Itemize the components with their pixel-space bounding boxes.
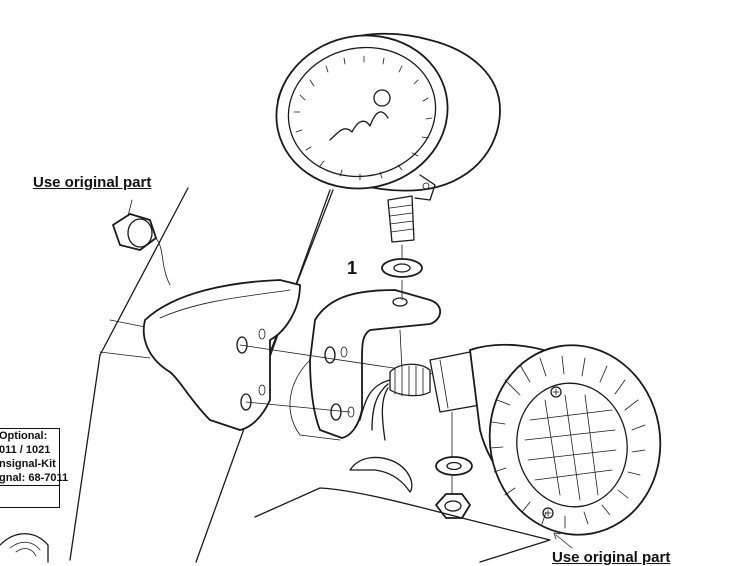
optional-kit-name: nsignal-Kit xyxy=(0,458,56,470)
bottom-plate xyxy=(254,487,551,563)
optional-line: Optional: xyxy=(0,430,48,442)
headlight-bracket xyxy=(142,279,301,431)
wire-clip xyxy=(349,456,413,493)
nut-top-left xyxy=(112,199,171,286)
headlight xyxy=(275,32,501,201)
optional-kit-box: Optional: 011 / 1021 nsignal-Kit gnal: 6… xyxy=(0,428,69,508)
optional-signal-number: gnal: 68-7011 xyxy=(0,472,69,486)
bottom-left-part xyxy=(0,533,49,563)
headlight-bolt xyxy=(381,195,423,301)
turn-signal xyxy=(469,343,662,549)
signal-stem xyxy=(359,351,481,441)
optional-part-numbers: 011 / 1021 xyxy=(0,444,51,456)
use-original-part-callout-bottom: Use original part xyxy=(552,549,671,566)
part-number-label: 1 xyxy=(347,258,358,278)
signal-washer-nut xyxy=(435,411,473,519)
use-original-part-callout: Use original part xyxy=(33,174,152,191)
signal-bracket xyxy=(289,289,442,441)
